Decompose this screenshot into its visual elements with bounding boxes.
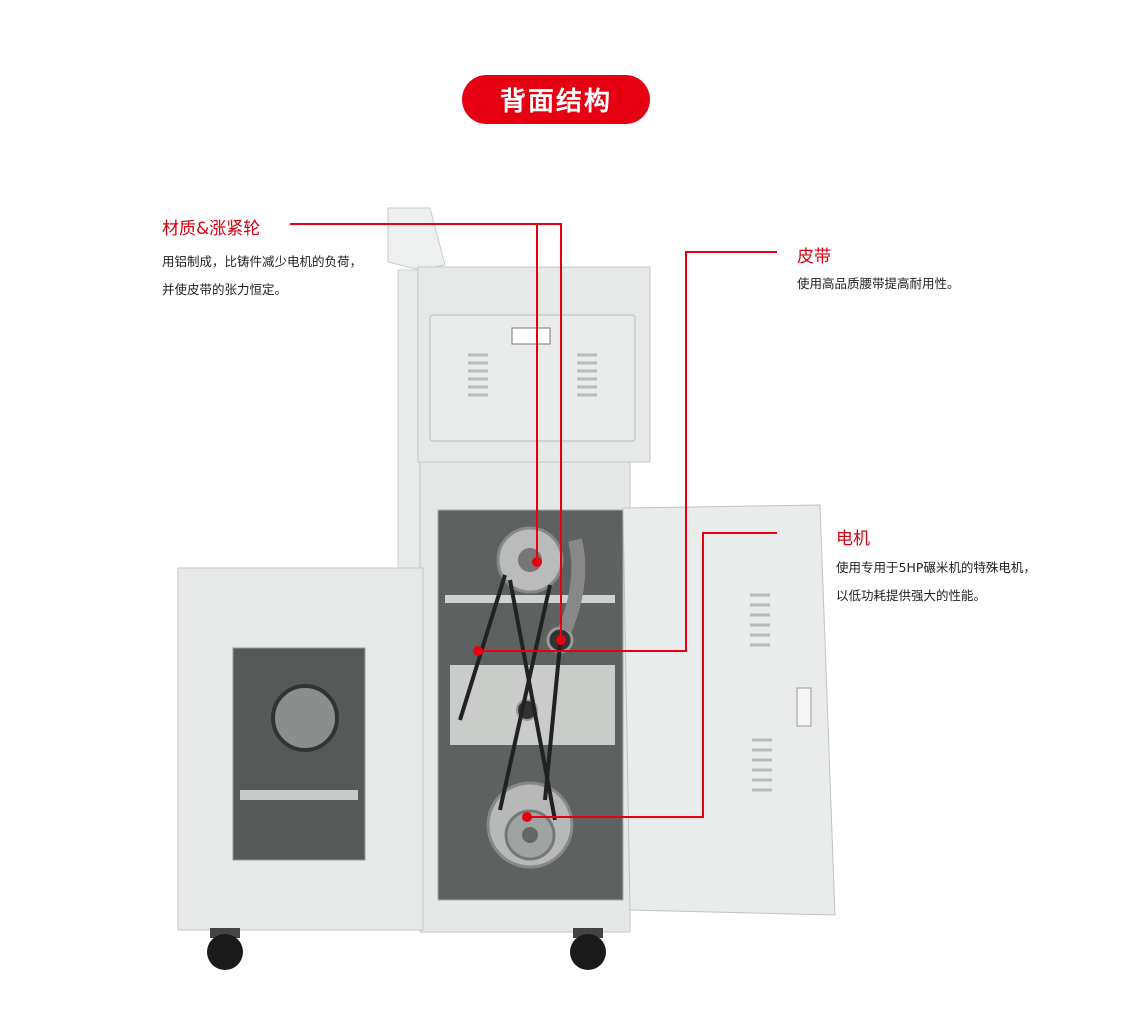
callout-title-belt: 皮带 xyxy=(797,247,831,267)
open-door xyxy=(622,504,836,916)
callout-dot-tensioner xyxy=(556,635,566,645)
callout-lines xyxy=(290,223,777,818)
desc-line: 并使皮带的张力恒定。 xyxy=(162,282,288,297)
callout-title-pulley: 材质&涨紧轮 xyxy=(162,219,261,239)
callout-dot-motor xyxy=(522,812,532,822)
section-title: 背面结构 xyxy=(499,87,612,117)
callout-desc-motor: 使用专用于5HP碾米机的特殊电机， 以低功耗提供强大的性能。 xyxy=(836,554,1036,610)
desc-line: 使用高品质腰带提高耐用性。 xyxy=(797,276,960,291)
callout-desc-belt: 使用高品质腰带提高耐用性。 xyxy=(797,270,960,298)
caster-wheels xyxy=(207,928,606,970)
desc-line: 使用专用于5HP碾米机的特殊电机， xyxy=(836,560,1036,575)
callout-title-motor: 电机 xyxy=(836,529,870,549)
callout-dot-belt xyxy=(473,646,483,656)
desc-line: 用铝制成，比铸件减少电机的负荷， xyxy=(162,254,363,269)
hopper xyxy=(387,207,446,271)
callout-dot-pulley xyxy=(532,557,542,567)
belt xyxy=(458,574,562,821)
section-title-badge: 背面结构 xyxy=(462,75,650,124)
desc-line: 以低功耗提供强大的性能。 xyxy=(836,588,987,603)
callout-desc-pulley: 用铝制成，比铸件减少电机的负荷， 并使皮带的张力恒定。 xyxy=(162,248,362,304)
